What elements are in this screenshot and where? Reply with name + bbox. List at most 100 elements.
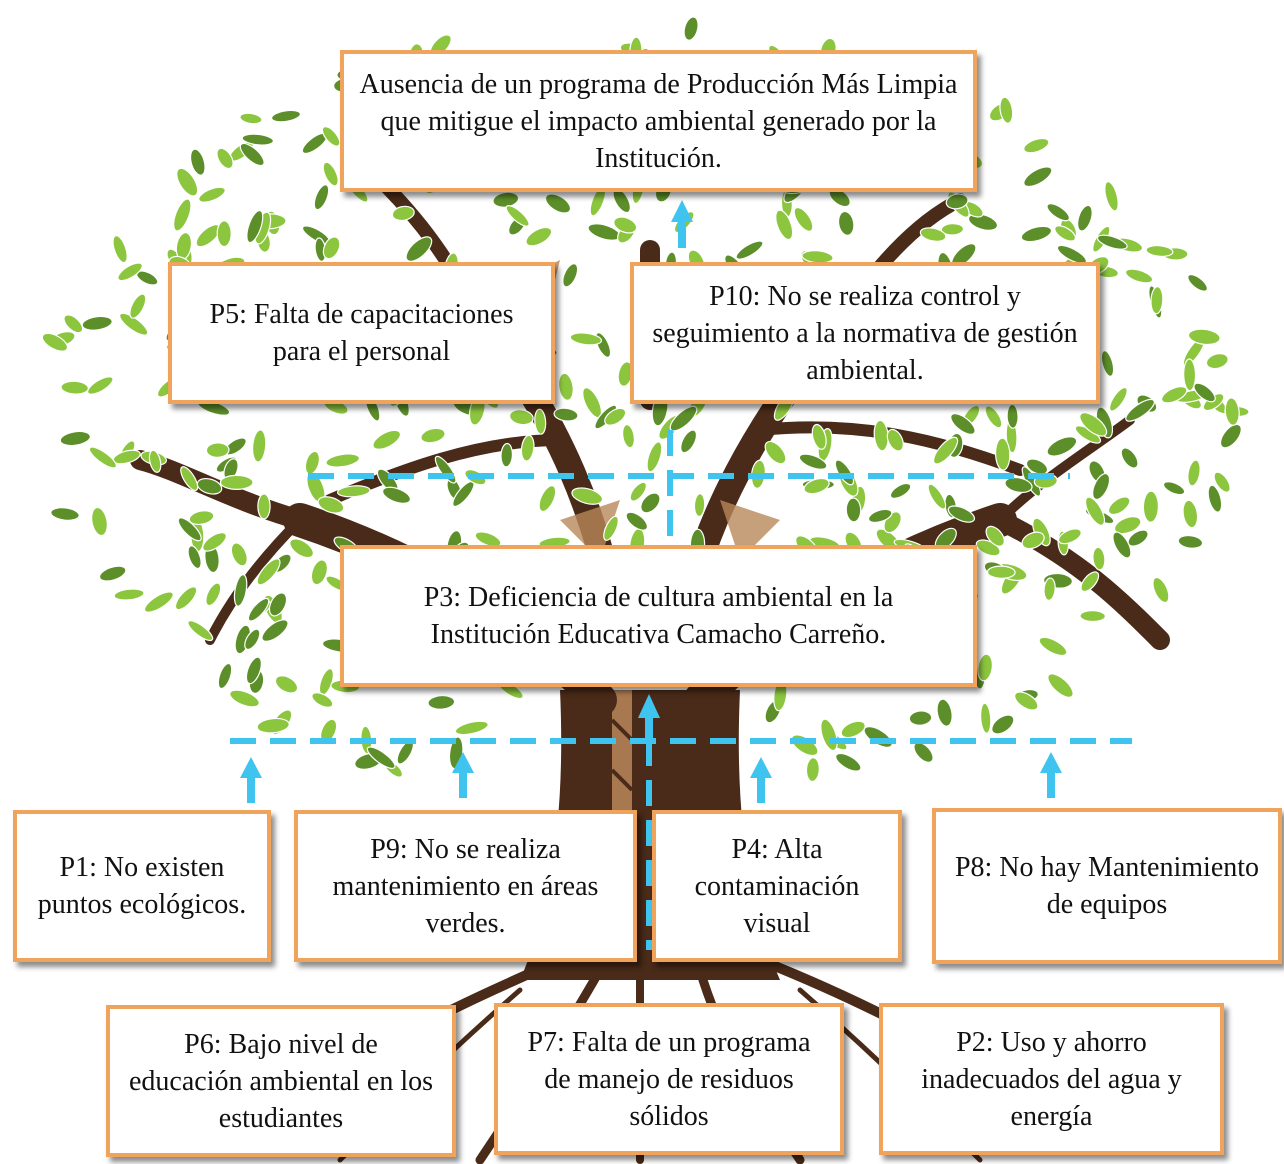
leaf-shape	[474, 531, 502, 548]
leaf-shape	[420, 427, 446, 444]
leaf-shape	[919, 227, 947, 242]
leaf-shape	[932, 436, 959, 465]
leaf-shape	[1079, 610, 1106, 623]
leaf-shape	[319, 718, 338, 744]
leaf-shape	[268, 592, 288, 617]
leaf-shape	[1107, 496, 1131, 516]
leaf-shape	[1142, 490, 1160, 523]
leaf-shape	[947, 505, 976, 523]
leaf-shape	[1100, 350, 1115, 377]
leaf-shape	[174, 586, 198, 611]
p3-text: P3: Deficiencia de cultura ambiental en …	[423, 582, 894, 650]
leaf-shape	[180, 466, 199, 492]
leaf-shape	[509, 409, 534, 426]
leaf-shape	[1187, 328, 1221, 346]
leaf-shape	[863, 726, 893, 748]
leaf-shape	[798, 453, 828, 470]
leaf-shape	[229, 689, 260, 708]
leaf-shape	[837, 210, 855, 236]
leaf-shape	[985, 525, 1005, 547]
leaf-shape	[270, 109, 302, 123]
leaf-shape	[63, 314, 84, 334]
leaf-shape	[1080, 571, 1100, 593]
leaf-shape	[205, 442, 230, 458]
leaf-shape	[246, 209, 264, 244]
leaf-shape	[1207, 484, 1223, 513]
leaf-shape	[980, 702, 992, 734]
leaf-shape	[189, 148, 206, 176]
leaf-shape	[735, 240, 764, 260]
leaf-shape	[317, 496, 345, 514]
leaf-shape	[119, 312, 149, 336]
leaf-shape	[50, 507, 80, 521]
leaf-shape	[557, 372, 574, 401]
p10-text: P10: No se realiza control y seguimiento…	[652, 280, 1078, 386]
leaf-shape	[673, 211, 695, 234]
leaf-shape	[454, 720, 489, 736]
leaf-shape	[396, 740, 414, 765]
leaf-shape	[321, 126, 341, 147]
leaf-shape	[88, 446, 117, 469]
leaf-shape	[1033, 473, 1058, 489]
leaf-shape	[261, 619, 289, 642]
leaf-shape	[1219, 423, 1242, 449]
p10-box: P10: No se realiza control y seguimiento…	[630, 262, 1100, 404]
p1-text: P1: No existen puntos ecológicos.	[37, 852, 247, 920]
leaf-shape	[91, 506, 108, 537]
leaf-shape	[187, 545, 202, 570]
leaf-shape	[381, 486, 412, 504]
leaf-shape	[336, 485, 371, 498]
p5-box: P5: Falta de capacitaciones para el pers…	[168, 262, 555, 404]
leaf-shape	[239, 112, 263, 125]
leaf-shape	[629, 481, 647, 502]
leaf-shape	[366, 746, 396, 769]
leaf-shape	[1057, 528, 1082, 545]
leaf-shape	[693, 493, 706, 518]
leaf-shape	[1224, 397, 1240, 426]
leaf-shape	[148, 449, 162, 473]
leaf-shape	[603, 515, 619, 541]
leaf-shape	[1043, 577, 1056, 601]
leaf-shape	[113, 588, 145, 601]
leaf-shape	[1054, 225, 1077, 242]
leaf-shape	[41, 332, 69, 352]
leaf-shape	[427, 694, 456, 710]
leaf-shape	[936, 698, 953, 727]
leaf-shape	[448, 736, 464, 770]
leaf-shape	[216, 147, 234, 170]
leaf-shape	[1187, 273, 1209, 292]
leaf-shape	[622, 424, 635, 449]
leaf-shape	[569, 332, 603, 346]
leaf-shape	[247, 597, 270, 622]
leaf-shape	[994, 437, 1011, 471]
leaf-shape	[669, 405, 698, 432]
leaf-shape	[538, 485, 557, 513]
leaf-shape	[525, 226, 553, 247]
leaf-shape	[173, 198, 192, 232]
p9-text: P9: No se realiza mantenimiento en áreas…	[332, 833, 599, 939]
leaf-shape	[391, 205, 415, 222]
leaf-shape	[198, 186, 226, 203]
leaf-shape	[98, 565, 127, 582]
p4-text: P4: Alta contaminación visual	[694, 833, 860, 939]
leaf-shape	[811, 423, 827, 450]
leaf-shape	[1020, 225, 1053, 243]
leaf-shape	[604, 407, 627, 426]
p7-box: P7: Falta de un programa de manejo de re…	[494, 1003, 844, 1155]
leaf-shape	[625, 511, 649, 531]
leaf-shape	[1014, 691, 1039, 711]
leaf-shape	[500, 442, 514, 468]
leaf-shape	[188, 510, 215, 526]
leaf-shape	[999, 96, 1014, 124]
leaf-shape	[313, 184, 330, 211]
p7-text: P7: Falta de un programa de manejo de re…	[527, 1026, 811, 1132]
leaf-shape	[245, 656, 262, 685]
leaf-shape	[1092, 472, 1111, 501]
leaf-shape	[1177, 534, 1204, 549]
leaf-shape	[845, 497, 862, 523]
leaf-shape	[764, 440, 787, 465]
leaf-shape	[571, 487, 604, 505]
leaf-shape	[1187, 459, 1201, 487]
leaf-shape	[310, 559, 328, 586]
leaf-shape	[1077, 204, 1093, 232]
